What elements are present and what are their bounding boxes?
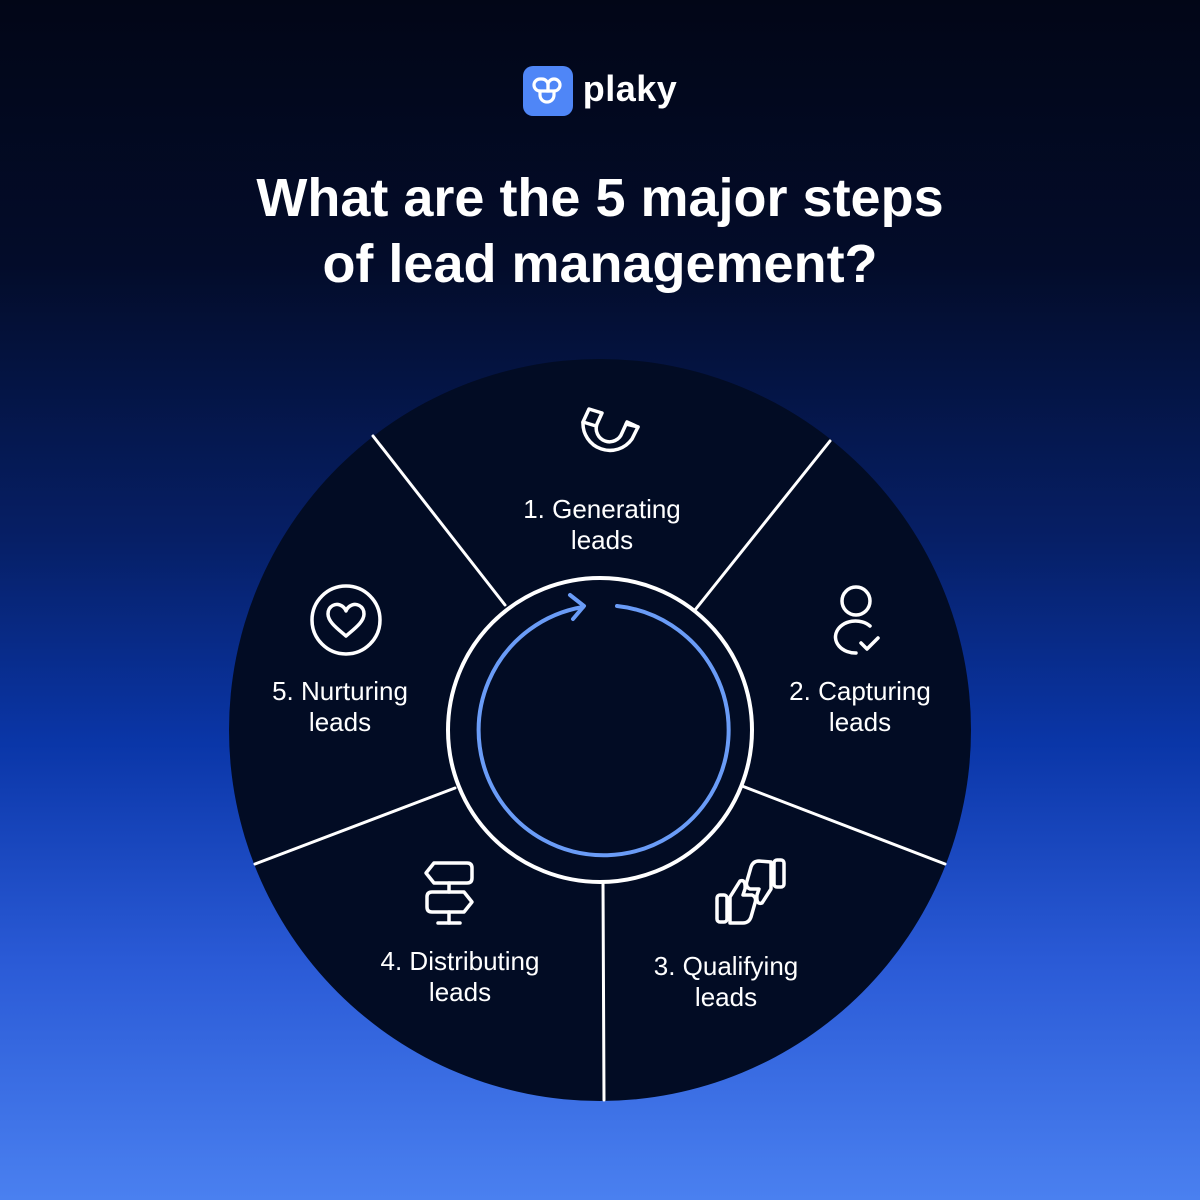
wheel-dividers	[253, 434, 947, 1102]
step-1-label: 1. Generating leads	[523, 494, 681, 555]
brand-name: plaky	[582, 68, 678, 109]
inner-ring	[446, 576, 754, 884]
user-check-icon	[833, 585, 880, 655]
cycle-arrow-icon	[476, 604, 731, 858]
cycle-arrowhead-icon	[568, 593, 586, 621]
title-line-1: What are the 5 major steps	[256, 168, 944, 228]
signpost-icon	[424, 861, 474, 925]
step-2-label: 2. Capturing leads	[789, 676, 931, 737]
title-line-2: of lead management?	[322, 234, 878, 294]
brand-header: plaky	[0, 66, 1200, 116]
page-title: What are the 5 major steps of lead manag…	[0, 165, 1200, 297]
step-4-label: 4. Distributing leads	[380, 946, 540, 1007]
plaky-logo-icon	[522, 66, 573, 116]
heart-circle-icon	[310, 584, 382, 656]
magnet-icon	[581, 407, 640, 453]
step-5-label: 5. Nurturing leads	[272, 676, 408, 737]
thumbs-up-down-icon	[715, 858, 786, 925]
step-3-label: 3. Qualifying leads	[653, 951, 799, 1012]
